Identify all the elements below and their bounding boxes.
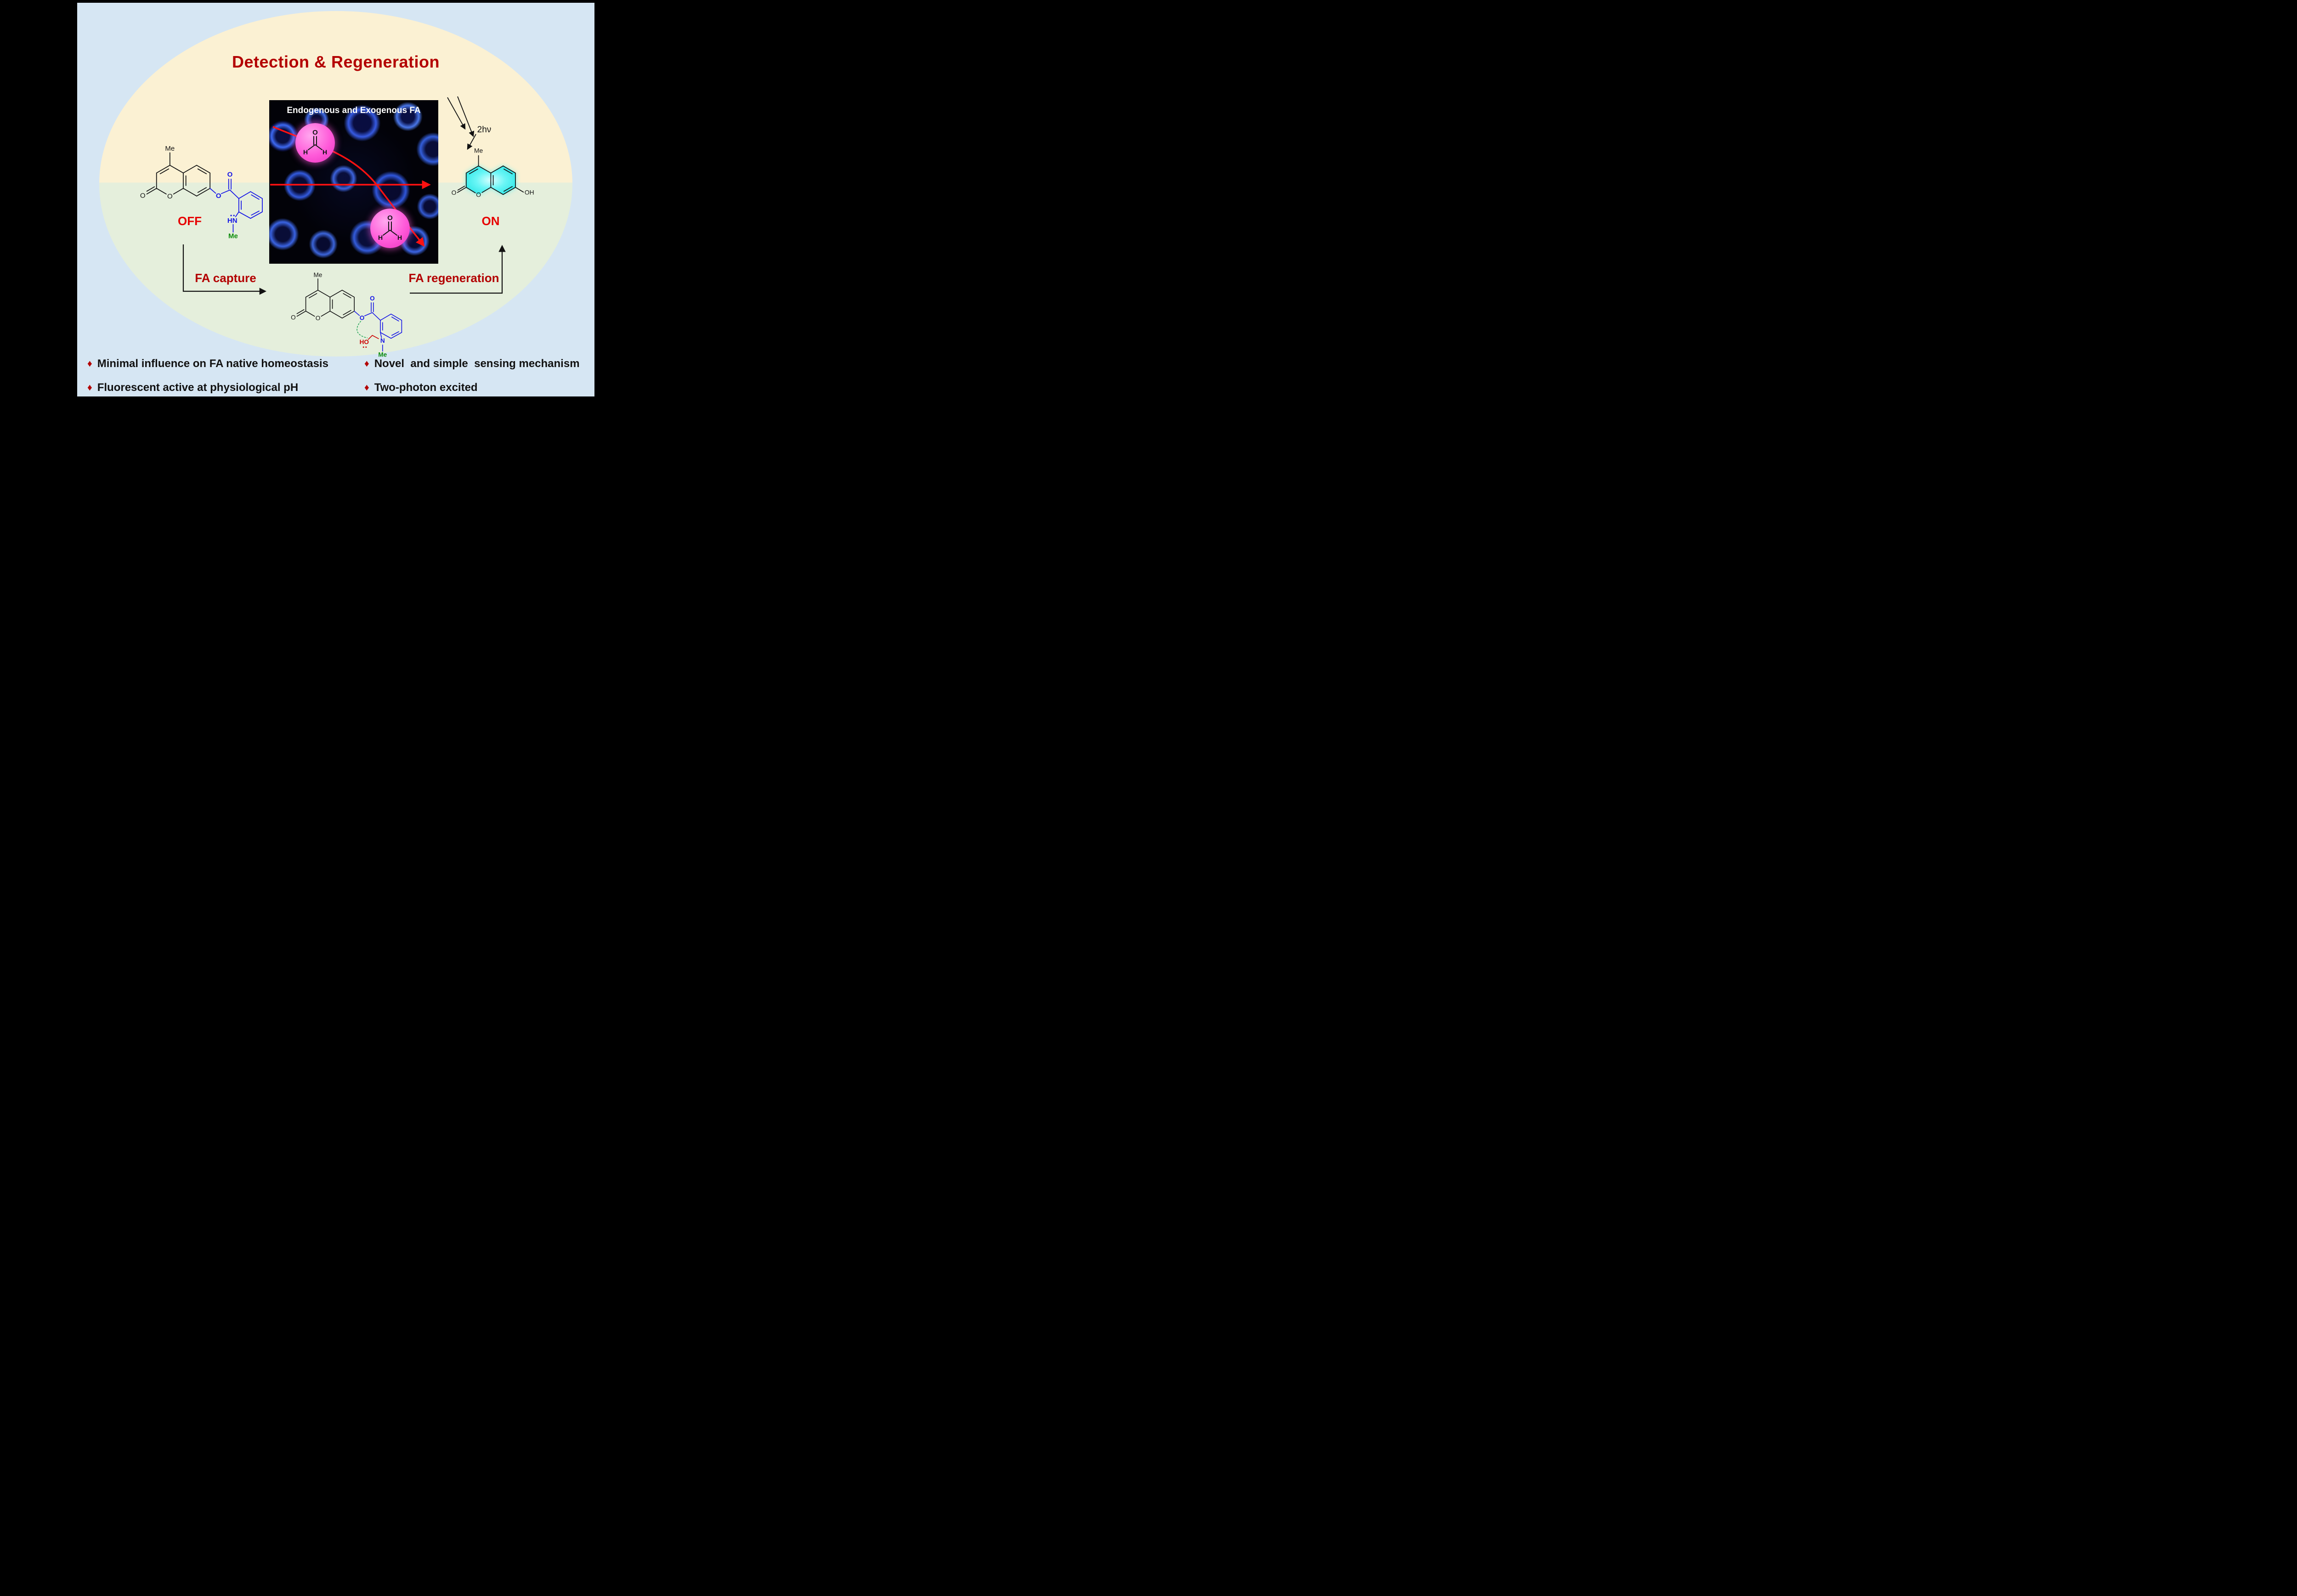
lone-pair-dot: [233, 215, 235, 216]
adduct-structure: Me O O O O N Me HO: [291, 272, 402, 358]
bullet-two-photon: ♦ Two-photon excited: [364, 381, 478, 394]
atom-label-hydroxyl: OH: [525, 188, 534, 196]
atom-label-ring-oxygen: O: [316, 315, 321, 322]
atom-label-ring-oxygen: O: [167, 192, 173, 200]
atom-label-methyl: Me: [314, 272, 322, 278]
microscopy-caption: Endogenous and Exogenous FA: [287, 106, 421, 115]
two-photon-label: 2hν: [477, 125, 492, 135]
atom-label-o: O: [312, 129, 318, 136]
benzoate-group: [354, 302, 402, 352]
coumarin-skeleton: [146, 152, 211, 197]
atom-label-methyl: Me: [165, 145, 175, 153]
two-photon-arrows: 2hν: [447, 96, 492, 150]
figure-canvas: Detection & Regeneration Me O O O O HN M…: [77, 3, 594, 396]
atom-label-ho: HO: [360, 339, 369, 345]
bullet-text: Fluorescent active at physiological pH: [97, 381, 299, 394]
fa-regeneration-label: FA regeneration: [408, 271, 499, 285]
atom-label-ester-oxygen: O: [216, 192, 221, 200]
bullet-text: Minimal influence on FA native homeostas…: [97, 357, 328, 370]
atom-label-ester-carbonyl-oxygen: O: [227, 170, 233, 178]
product-structure: Me O O OH: [452, 147, 534, 198]
fa-regeneration-arrow: [410, 244, 506, 294]
bullet-fluorescent-active: ♦ Fluorescent active at physiological pH: [87, 381, 298, 394]
atom-label-methyl: Me: [474, 147, 483, 154]
atom-label-ester-carbonyl-oxygen: O: [370, 295, 375, 302]
diamond-bullet-icon: ♦: [364, 382, 369, 393]
atom-label-carbonyl-oxygen: O: [140, 192, 146, 199]
atom-label-n-methyl: Me: [378, 351, 387, 358]
atom-label-o: O: [387, 214, 393, 222]
diamond-bullet-icon: ♦: [364, 358, 369, 369]
excitation-arrow: [467, 134, 476, 150]
lone-pair-dot: [362, 346, 364, 348]
atom-label-nitrogen: N: [380, 337, 385, 344]
photon-arrow-1: [447, 97, 466, 130]
hydrogen-bond-dashed-curve: [356, 321, 368, 339]
atom-label-amine: HN: [227, 217, 238, 225]
diamond-bullet-icon: ♦: [87, 382, 92, 393]
atom-label-h-right: H: [397, 234, 402, 241]
microscopy-image: Endogenous and Exogenous FA O H H: [269, 100, 438, 264]
atom-label-ester-oxygen: O: [360, 314, 365, 321]
reaction-arrows: [270, 126, 431, 247]
atom-label-h-left: H: [303, 148, 308, 156]
graphical-abstract: Detection & Regeneration Me O O O O HN M…: [0, 0, 677, 399]
off-state-label: OFF: [178, 214, 202, 228]
bullet-minimal-influence: ♦ Minimal influence on FA native homeost…: [87, 357, 328, 370]
photon-arrow-2: [457, 96, 475, 137]
anthranilate-group: [209, 178, 263, 233]
diamond-bullet-icon: ♦: [87, 358, 92, 369]
figure-title: Detection & Regeneration: [232, 52, 440, 71]
bullet-text: Novel and simple sensing mechanism: [374, 357, 580, 370]
fa-capture-arrow: [182, 244, 267, 295]
bullet-novel-mechanism: ♦ Novel and simple sensing mechanism: [364, 357, 580, 370]
lone-pair-dot: [230, 215, 232, 216]
formaldehyde-structure: O H H: [303, 129, 327, 156]
atom-label-ring-oxygen: O: [476, 191, 481, 198]
coumarin-skeleton: [296, 278, 355, 319]
atom-label-h-right: H: [322, 148, 327, 156]
on-state-label: ON: [481, 214, 500, 228]
formaldehyde-badge-top: O H H: [295, 123, 335, 163]
coumarin-skeleton: [457, 155, 524, 195]
atom-label-carbonyl-oxygen: O: [452, 189, 457, 196]
lone-pair-dot: [365, 346, 367, 348]
atom-label-n-methyl: Me: [228, 232, 238, 240]
atom-label-carbonyl-oxygen: O: [291, 314, 296, 321]
hydroxymethyl-group: [362, 335, 379, 348]
formaldehyde-badge-bottom: O H H: [370, 209, 410, 248]
atom-label-h-left: H: [378, 234, 383, 241]
bullet-text: Two-photon excited: [374, 381, 478, 394]
probe-structure: Me O O O O HN Me: [140, 145, 263, 240]
formaldehyde-structure: O H H: [378, 214, 402, 241]
fa-capture-label: FA capture: [195, 271, 256, 285]
